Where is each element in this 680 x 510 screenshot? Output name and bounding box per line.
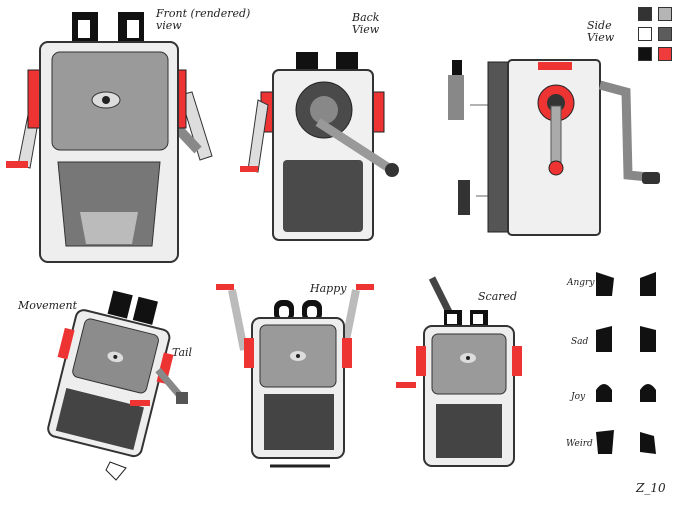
label-back-view: Back View <box>352 11 380 36</box>
artist-signature: Z_10 <box>636 481 666 495</box>
palette-swatch-dark <box>638 7 652 21</box>
emotion-label-angry: Angry <box>567 278 595 288</box>
palette-swatch-light-gray <box>658 7 672 21</box>
label-front-view: Front (rendered) view <box>156 7 251 32</box>
palette-swatch-mid-gray <box>658 27 672 41</box>
emotion-label-sad: Sad <box>571 337 589 347</box>
label-happy: Happy <box>310 282 347 295</box>
emotion-label-weird: Weird <box>566 439 593 449</box>
palette-swatch-white <box>638 27 652 41</box>
palette-swatch-red <box>658 47 672 61</box>
label-movement: Movement <box>18 299 78 312</box>
palette-swatch-black <box>638 47 652 61</box>
emotion-label-joy: Joy <box>571 392 586 402</box>
label-tail: Tail <box>172 346 193 359</box>
label-scared: Scared <box>478 290 518 303</box>
label-side-view: Side View <box>587 19 615 44</box>
